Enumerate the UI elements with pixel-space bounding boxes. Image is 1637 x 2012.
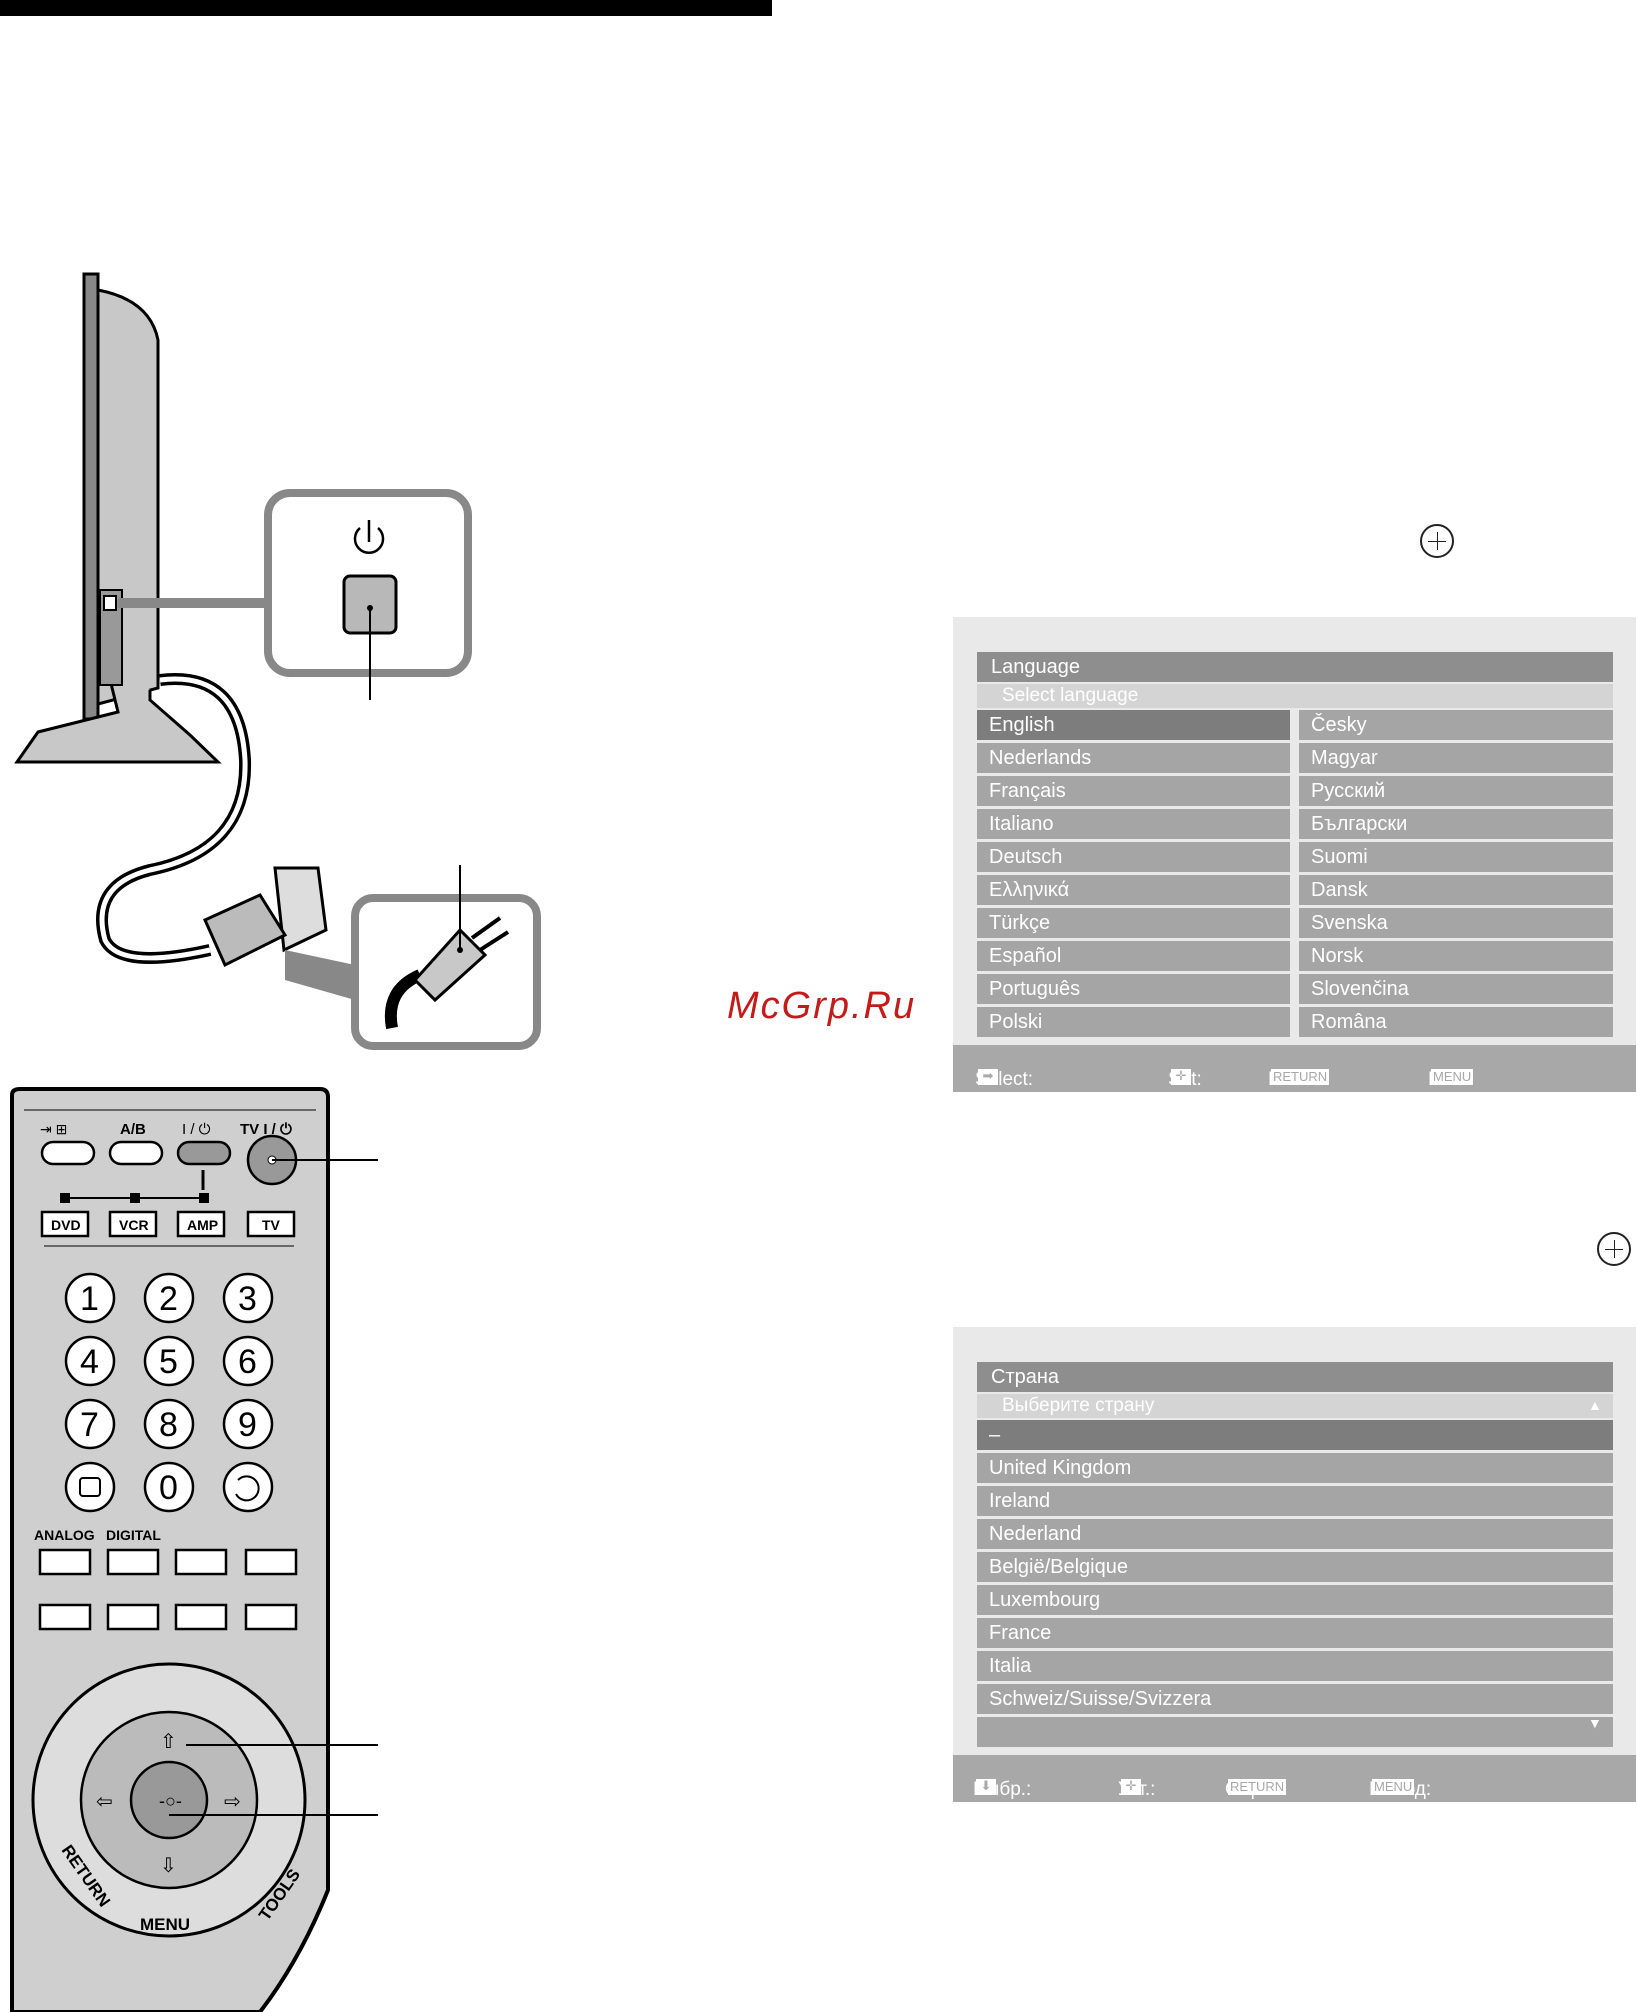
language-option[interactable]: Česky bbox=[1299, 710, 1613, 740]
country-menu-title: Страна bbox=[977, 1362, 1613, 1392]
country-option[interactable]: Luxembourg bbox=[977, 1585, 1613, 1615]
country-option-selected[interactable]: – bbox=[977, 1420, 1613, 1450]
return-key: RETURN bbox=[1271, 1069, 1330, 1085]
remote-control: ⇥ ⊞ A/B I / ⏻ TV I / ⏻ DVD VCR AMP TV 1 bbox=[10, 1087, 378, 2012]
language-option[interactable]: Româna bbox=[1299, 1007, 1613, 1037]
svg-text:⇨: ⇨ bbox=[224, 1791, 241, 1813]
tv-connection-illustration bbox=[14, 272, 541, 1050]
watermark: McGrp.Ru bbox=[727, 985, 917, 1027]
language-menu-footer: Select: Set: Back:RETURN Exit:MENU bbox=[953, 1045, 1636, 1092]
number-keys: 1 2 3 4 5 6 7 8 9 0 bbox=[64, 1272, 274, 1513]
country-menu-footer: Выбр.: Уст.: Обр.:RETURN Выход:MENU bbox=[953, 1755, 1636, 1802]
language-option[interactable]: Français bbox=[977, 776, 1290, 806]
source-buttons: DVD VCR AMP TV bbox=[40, 1210, 296, 1238]
language-option[interactable]: Türkçe bbox=[977, 908, 1290, 938]
svg-text:⇥ ⊞: ⇥ ⊞ bbox=[40, 1121, 67, 1137]
svg-text:⇩: ⇩ bbox=[160, 1855, 177, 1877]
ok-icon-top bbox=[1420, 524, 1454, 558]
language-option[interactable]: Deutsch bbox=[977, 842, 1290, 872]
header-rule bbox=[0, 0, 772, 16]
set-key-icon bbox=[1121, 1778, 1141, 1795]
power-switch-location bbox=[103, 595, 117, 611]
language-option[interactable]: Български bbox=[1299, 809, 1613, 839]
set-key-icon bbox=[1171, 1068, 1191, 1085]
language-option[interactable]: Suomi bbox=[1299, 842, 1613, 872]
right-key-icon bbox=[978, 1068, 998, 1085]
analog-label: ANALOG bbox=[34, 1527, 95, 1543]
language-option[interactable]: Dansk bbox=[1299, 875, 1613, 905]
svg-text:5: 5 bbox=[159, 1343, 178, 1381]
language-option[interactable]: Polski bbox=[977, 1007, 1290, 1037]
svg-text:⇦: ⇦ bbox=[96, 1791, 113, 1813]
dvd-button-label: DVD bbox=[51, 1217, 81, 1233]
language-option[interactable]: Norsk bbox=[1299, 941, 1613, 971]
tv-button-label: TV bbox=[262, 1217, 281, 1233]
country-option[interactable]: France bbox=[977, 1618, 1613, 1648]
language-menu-subtitle: Select language bbox=[977, 684, 1613, 708]
language-option[interactable]: Slovenčina bbox=[1299, 974, 1613, 1004]
ok-button bbox=[129, 1760, 209, 1840]
language-option[interactable]: Nederlands bbox=[977, 743, 1290, 773]
menu-key: MENU bbox=[1431, 1069, 1474, 1085]
tv-power-label: TV I / ⏻ bbox=[240, 1121, 292, 1138]
language-option[interactable]: Magyar bbox=[1299, 743, 1613, 773]
svg-text:0: 0 bbox=[159, 1469, 178, 1507]
svg-text:4: 4 bbox=[80, 1343, 99, 1381]
svg-text:8: 8 bbox=[159, 1406, 178, 1444]
scroll-down-icon: ▼ bbox=[1588, 1715, 1602, 1731]
country-option[interactable]: United Kingdom bbox=[977, 1453, 1613, 1483]
svg-text:1: 1 bbox=[80, 1280, 99, 1318]
language-option[interactable]: Ελληνικά bbox=[977, 875, 1290, 905]
down-key-icon bbox=[976, 1778, 996, 1795]
language-menu-title: Language bbox=[977, 652, 1613, 682]
language-option[interactable]: Italiano bbox=[977, 809, 1290, 839]
svg-text:⇧: ⇧ bbox=[160, 1731, 177, 1753]
country-option[interactable]: Schweiz/Suisse/Svizzera bbox=[977, 1684, 1613, 1714]
svg-text:9: 9 bbox=[238, 1406, 257, 1444]
menu-key: MENU bbox=[1372, 1779, 1415, 1795]
svg-text:-○-: -○- bbox=[159, 1791, 182, 1811]
country-list-more bbox=[977, 1717, 1613, 1747]
language-option[interactable]: Русский bbox=[1299, 776, 1613, 806]
amp-button-label: AMP bbox=[187, 1217, 218, 1233]
country-option[interactable]: België/Belgique bbox=[977, 1552, 1613, 1582]
svg-text:6: 6 bbox=[238, 1343, 257, 1381]
ab-label: A/B bbox=[120, 1121, 146, 1138]
power-label: I / ⏻ bbox=[182, 1121, 211, 1138]
language-option[interactable]: English bbox=[977, 710, 1290, 740]
country-option[interactable]: Ireland bbox=[977, 1486, 1613, 1516]
scroll-up-icon: ▲ bbox=[1588, 1397, 1602, 1413]
ok-icon-bottom bbox=[1597, 1232, 1631, 1266]
country-option[interactable]: Italia bbox=[977, 1651, 1613, 1681]
menu-label: MENU bbox=[140, 1915, 190, 1934]
return-key: RETURN bbox=[1228, 1779, 1287, 1795]
svg-text:2: 2 bbox=[159, 1280, 178, 1318]
language-option[interactable]: Español bbox=[977, 941, 1290, 971]
vcr-button-label: VCR bbox=[119, 1217, 149, 1233]
svg-text:7: 7 bbox=[80, 1406, 99, 1444]
country-menu: Страна Выберите страну ▲ –United Kingdom… bbox=[953, 1327, 1636, 1802]
country-option[interactable]: Nederland bbox=[977, 1519, 1613, 1549]
language-option[interactable]: Svenska bbox=[1299, 908, 1613, 938]
digital-label: DIGITAL bbox=[106, 1527, 161, 1543]
svg-text:3: 3 bbox=[238, 1280, 257, 1318]
country-menu-subtitle: Выберите страну bbox=[977, 1394, 1613, 1418]
language-option[interactable]: Português bbox=[977, 974, 1290, 1004]
